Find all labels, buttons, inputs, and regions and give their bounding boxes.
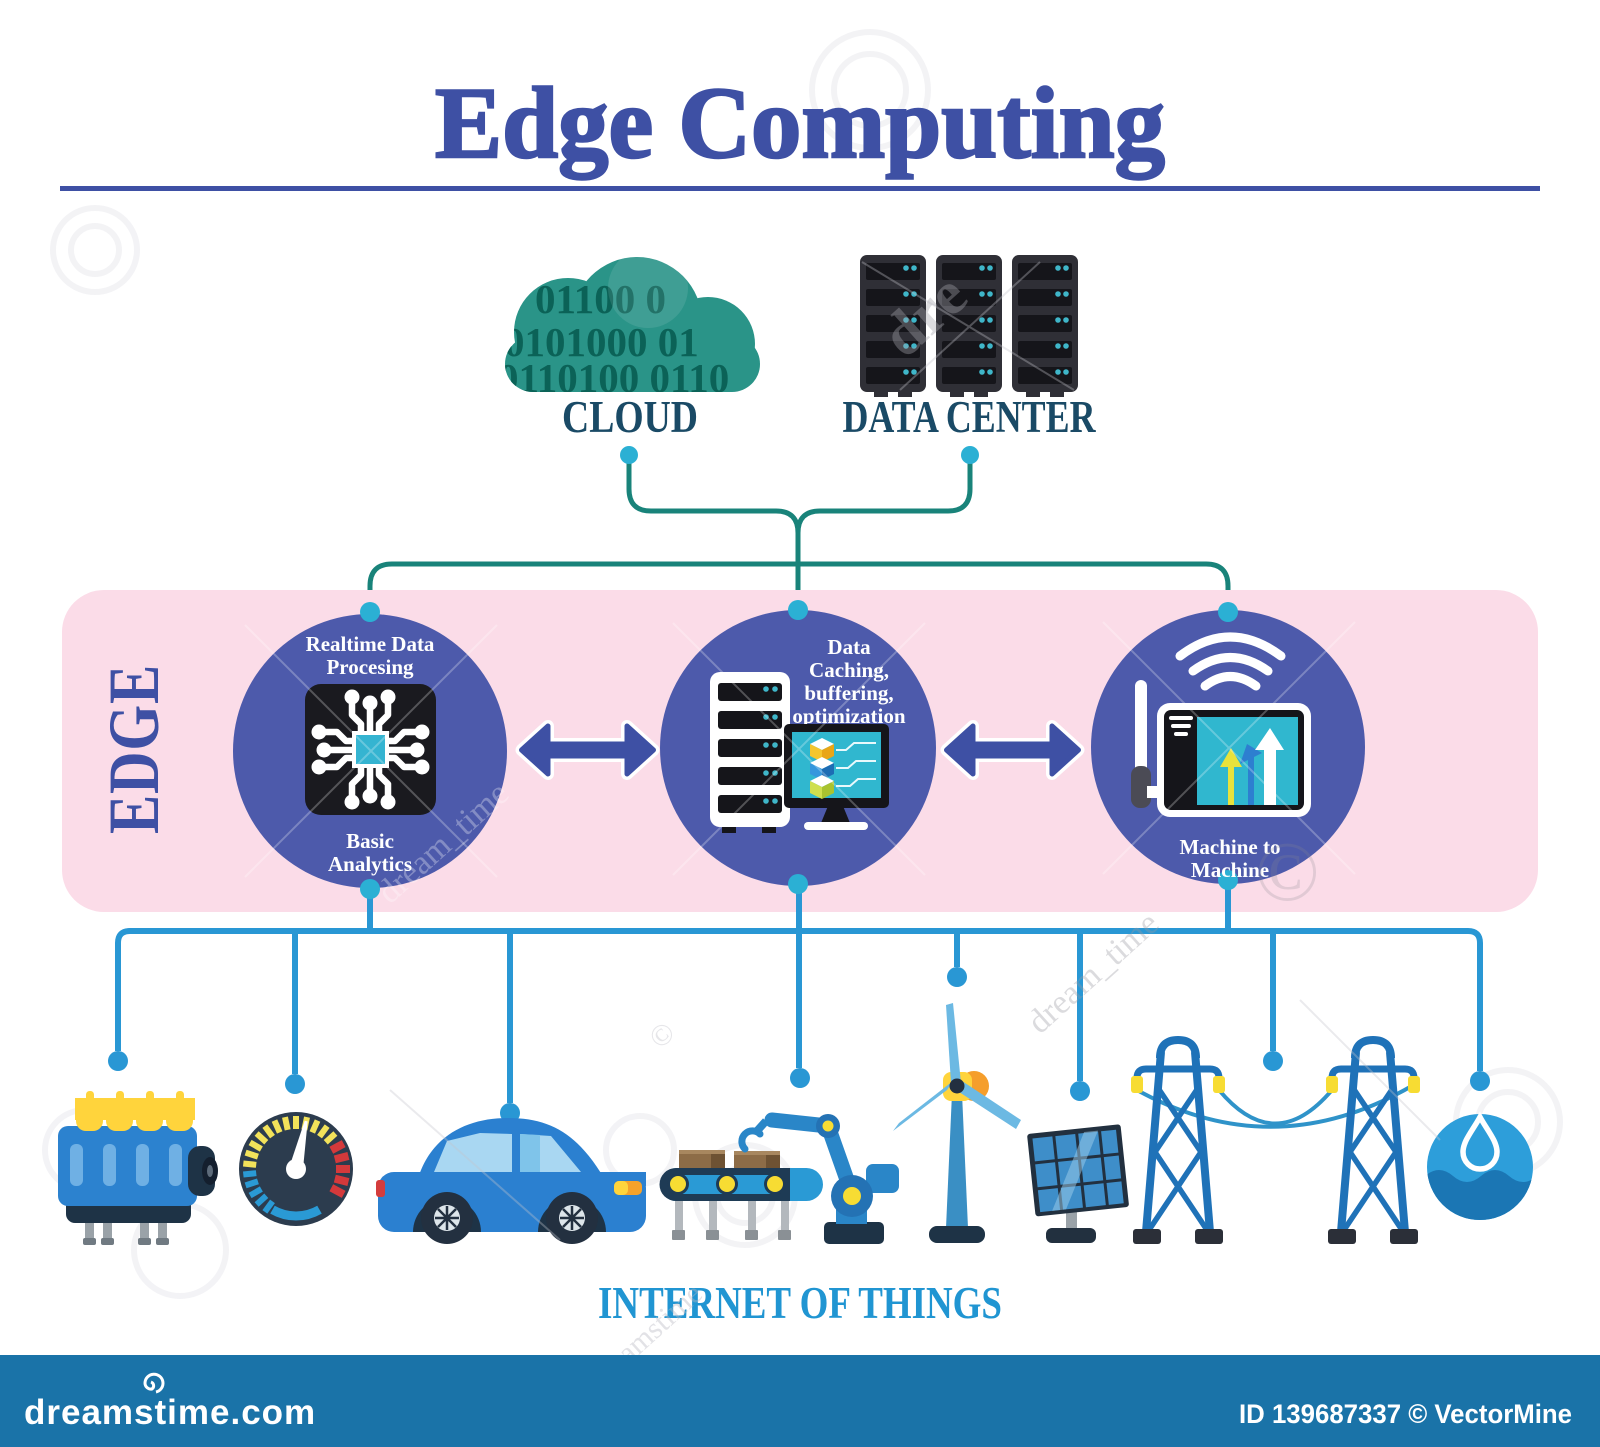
svg-text:©: © xyxy=(1255,825,1320,919)
svg-text:0110100 0110: 0110100 0110 xyxy=(498,355,729,401)
svg-text:Data: Data xyxy=(827,635,871,659)
svg-text:Procesing: Procesing xyxy=(326,655,414,679)
svg-text:EDGE: EDGE xyxy=(94,664,174,834)
svg-text:Caching,: Caching, xyxy=(809,658,889,682)
svg-text:buffering,: buffering, xyxy=(804,681,893,705)
svg-text:dreamstime.com: dreamstime.com xyxy=(24,1393,316,1432)
svg-text:0101000 01: 0101000 01 xyxy=(504,319,699,365)
svg-text:Basic: Basic xyxy=(346,829,394,853)
svg-text:Machine: Machine xyxy=(1191,858,1269,882)
svg-text:01100 0: 01100 0 xyxy=(535,276,666,322)
svg-text:DATA CENTER: DATA CENTER xyxy=(843,392,1096,442)
svg-text:CLOUD: CLOUD xyxy=(562,392,698,442)
svg-text:Machine to: Machine to xyxy=(1180,835,1281,859)
svg-text:Edge Computing: Edge Computing xyxy=(435,67,1165,180)
svg-text:Realtime Data: Realtime Data xyxy=(306,632,435,656)
svg-text:ID 139687337 © VectorMine: ID 139687337 © VectorMine xyxy=(1239,1399,1572,1429)
svg-text:Analytics: Analytics xyxy=(328,852,412,876)
svg-text:INTERNET OF THINGS: INTERNET OF THINGS xyxy=(598,1277,1002,1328)
